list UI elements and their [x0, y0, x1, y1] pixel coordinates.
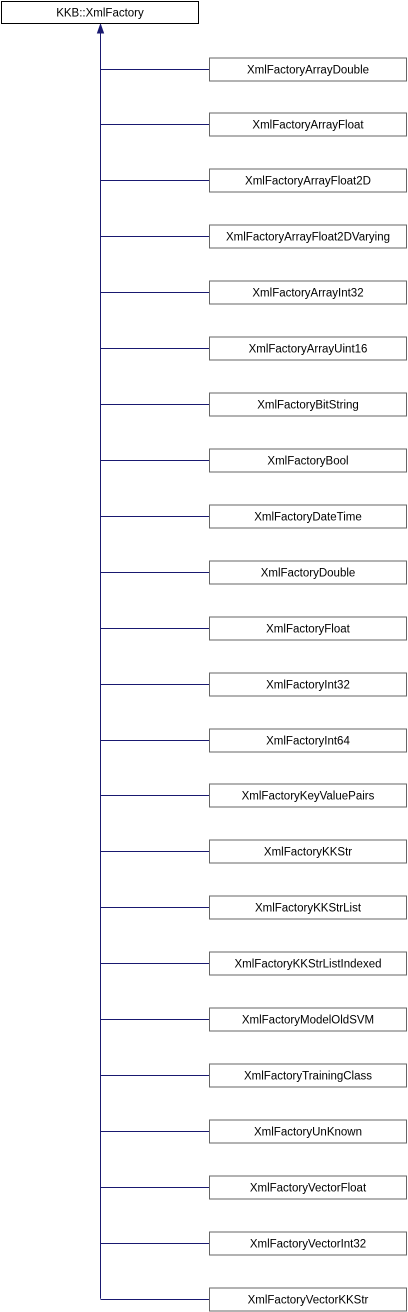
derived-class-box	[209, 895, 407, 920]
derived-class-node[interactable]: XmlFactoryFloat	[209, 616, 407, 641]
derived-class-label: XmlFactoryKKStrListIndexed	[234, 959, 381, 971]
derived-class-label: XmlFactoryArrayFloat2DVarying	[226, 232, 390, 244]
derived-class-label: XmlFactoryBitString	[257, 400, 359, 412]
derived-class-box	[209, 448, 407, 473]
derived-class-box	[209, 839, 407, 864]
derived-class-node[interactable]: XmlFactoryArrayDouble	[209, 57, 407, 82]
derived-class-label: XmlFactoryDateTime	[254, 512, 362, 524]
derived-class-node[interactable]: XmlFactoryArrayInt32	[209, 280, 407, 305]
inheritance-arrow-icon	[96, 22, 105, 34]
derived-class-node[interactable]: XmlFactoryArrayFloat2D	[209, 168, 407, 193]
derived-class-node[interactable]: XmlFactoryArrayUint16	[209, 336, 407, 361]
derived-class-node[interactable]: XmlFactoryDateTime	[209, 504, 407, 529]
inheritance-edges	[96, 22, 210, 1300]
derived-class-node[interactable]: XmlFactoryKKStrListIndexed	[209, 951, 407, 976]
derived-class-box	[209, 224, 407, 249]
derived-class-label: XmlFactoryUnKnown	[254, 1127, 362, 1139]
base-class-node[interactable]: KKB::XmlFactory	[1, 1, 199, 24]
base-class-box	[1, 1, 199, 24]
derived-class-box	[209, 616, 407, 641]
derived-class-box	[209, 1287, 407, 1312]
base-class-label: KKB::XmlFactory	[56, 8, 144, 20]
derived-class-box	[209, 336, 407, 361]
derived-class-box	[209, 560, 407, 585]
derived-class-box	[209, 1007, 407, 1032]
derived-class-node[interactable]: XmlFactoryVectorKKStr	[209, 1287, 407, 1312]
derived-class-label: XmlFactoryInt32	[266, 680, 350, 692]
derived-class-box	[209, 168, 407, 193]
derived-class-box	[209, 280, 407, 305]
derived-class-label: XmlFactoryVectorInt32	[250, 1239, 366, 1251]
derived-class-box	[209, 1119, 407, 1144]
derived-class-box	[209, 392, 407, 417]
derived-class-label: XmlFactoryInt64	[266, 736, 350, 748]
derived-class-node[interactable]: XmlFactoryInt64	[209, 728, 407, 753]
derived-class-node[interactable]: XmlFactoryInt32	[209, 672, 407, 697]
derived-class-node[interactable]: XmlFactoryModelOldSVM	[209, 1007, 407, 1032]
derived-class-label: XmlFactoryKKStr	[264, 847, 352, 859]
derived-class-node[interactable]: XmlFactoryBool	[209, 448, 407, 473]
derived-class-label: XmlFactoryArrayFloat2D	[245, 176, 371, 188]
derived-class-nodes: XmlFactoryArrayDoubleXmlFactoryArrayFloa…	[209, 57, 407, 1312]
derived-class-label: XmlFactoryTrainingClass	[244, 1071, 372, 1083]
derived-class-box	[209, 1231, 407, 1256]
derived-class-label: XmlFactoryKKStrList	[255, 903, 362, 915]
derived-class-label: XmlFactoryBool	[267, 456, 348, 468]
derived-class-node[interactable]: XmlFactoryKKStr	[209, 839, 407, 864]
derived-class-node[interactable]: XmlFactoryTrainingClass	[209, 1063, 407, 1088]
derived-class-label: XmlFactoryArrayUint16	[249, 344, 368, 356]
derived-class-label: XmlFactoryArrayInt32	[252, 288, 363, 300]
derived-class-node[interactable]: XmlFactoryUnKnown	[209, 1119, 407, 1144]
derived-class-box	[209, 112, 407, 137]
derived-class-box	[209, 1175, 407, 1200]
derived-class-label: XmlFactoryVectorFloat	[250, 1183, 367, 1195]
derived-class-label: XmlFactoryArrayDouble	[247, 65, 369, 77]
derived-class-box	[209, 783, 407, 808]
derived-class-label: XmlFactoryKeyValuePairs	[242, 791, 375, 803]
derived-class-node[interactable]: XmlFactoryKeyValuePairs	[209, 783, 407, 808]
derived-class-label: XmlFactoryDouble	[261, 568, 356, 580]
derived-class-box	[209, 57, 407, 82]
derived-class-box	[209, 728, 407, 753]
derived-class-label: XmlFactoryVectorKKStr	[248, 1295, 369, 1307]
derived-class-label: XmlFactoryFloat	[266, 624, 351, 636]
derived-class-node[interactable]: XmlFactoryArrayFloat	[209, 112, 407, 137]
derived-class-label: XmlFactoryModelOldSVM	[242, 1015, 374, 1027]
derived-class-node[interactable]: XmlFactoryVectorInt32	[209, 1231, 407, 1256]
derived-class-node[interactable]: XmlFactoryVectorFloat	[209, 1175, 407, 1200]
derived-class-box	[209, 672, 407, 697]
derived-class-node[interactable]: XmlFactoryArrayFloat2DVarying	[209, 224, 407, 249]
derived-class-node[interactable]: XmlFactoryKKStrList	[209, 895, 407, 920]
derived-class-box	[209, 504, 407, 529]
derived-class-node[interactable]: XmlFactoryDouble	[209, 560, 407, 585]
derived-class-box	[209, 951, 407, 976]
derived-class-node[interactable]: XmlFactoryBitString	[209, 392, 407, 417]
derived-class-box	[209, 1063, 407, 1088]
derived-class-label: XmlFactoryArrayFloat	[252, 120, 364, 132]
